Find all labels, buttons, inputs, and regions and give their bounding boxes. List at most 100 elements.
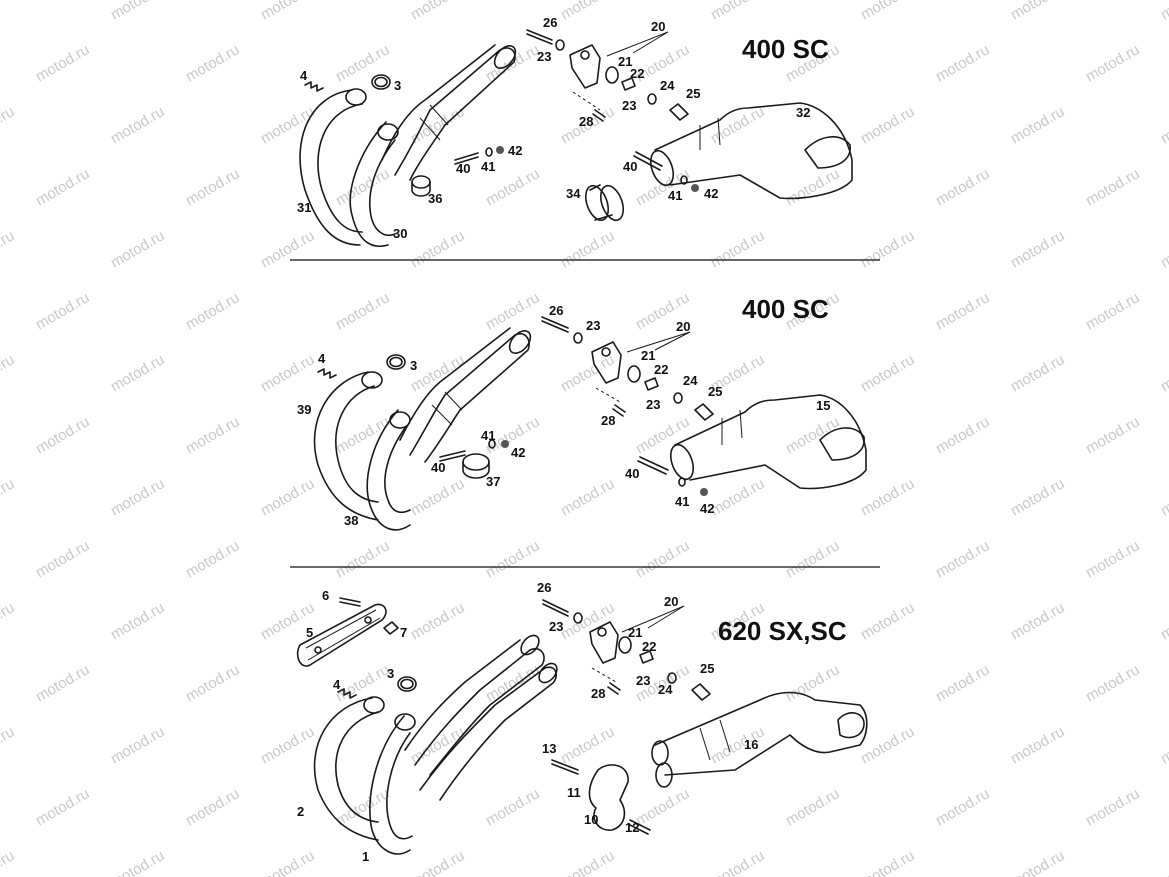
heat-shield-part	[296, 603, 387, 667]
watermark-text: motod.ru	[33, 413, 93, 457]
header-pipe-drawing	[299, 44, 517, 247]
callout-label: 1	[362, 849, 369, 864]
bracket-assembly-drawing	[526, 29, 689, 122]
watermark-text: motod.ru	[33, 661, 93, 705]
callout-label: 2	[297, 804, 304, 819]
watermark-text: motod.ru	[1158, 227, 1169, 271]
watermark-text: motod.ru	[858, 847, 918, 877]
section-2: 400 SC	[297, 294, 867, 531]
clamp-part	[551, 759, 651, 835]
callout-label: 23	[549, 619, 563, 634]
watermark-text: motod.ru	[1083, 537, 1143, 581]
watermark-text: motod.ru	[408, 227, 468, 271]
watermark-text: motod.ru	[408, 723, 468, 767]
callout-label: 41	[481, 159, 495, 174]
watermark-text: motod.ru	[633, 413, 693, 457]
callout-label: 7	[400, 625, 407, 640]
watermark-text: motod.ru	[258, 475, 318, 519]
header-pipe-drawing	[313, 327, 532, 531]
callout-label: 16	[744, 737, 758, 752]
callout-label: 39	[297, 402, 311, 417]
watermark-text: motod.ru	[333, 537, 393, 581]
callout-label: 41	[675, 494, 689, 509]
watermark-text: motod.ru	[33, 165, 93, 209]
callout-label: 41	[668, 188, 682, 203]
watermark-text: motod.ru	[483, 785, 543, 829]
callout-label: 23	[622, 98, 636, 113]
watermark-text: motod.ru	[183, 413, 243, 457]
watermark-text: motod.ru	[0, 723, 17, 767]
callout-label: 4	[333, 677, 341, 692]
watermark-text: motod.ru	[1158, 599, 1169, 643]
watermark-text: motod.ru	[933, 537, 993, 581]
watermark-text: motod.ru	[183, 537, 243, 581]
callout-label: 24	[658, 682, 673, 697]
clamp-part	[462, 453, 490, 471]
watermark-text: motod.ru	[1158, 103, 1169, 147]
callout-label: 4	[300, 68, 308, 83]
watermark-text: motod.ru	[708, 723, 768, 767]
nut-part	[496, 146, 504, 154]
watermark-text: motod.ru	[783, 165, 843, 209]
callout-label: 3	[387, 666, 394, 681]
watermark-text: motod.ru	[1008, 103, 1068, 147]
gasket-ring-part	[397, 676, 417, 692]
watermark-text: motod.ru	[933, 289, 993, 333]
callout-label: 40	[431, 460, 445, 475]
watermark-text: motod.ru	[183, 165, 243, 209]
watermark-text: motod.ru	[108, 103, 168, 147]
spring-part	[304, 81, 324, 92]
watermark-text: motod.ru	[708, 847, 768, 877]
section-title: 400 SC	[742, 34, 829, 64]
watermark-text: motod.ru	[108, 599, 168, 643]
bracket-assembly-drawing	[542, 599, 711, 701]
callout-label: 21	[618, 54, 632, 69]
watermark-text: motod.ru	[0, 351, 17, 395]
callout-label: 13	[542, 741, 556, 756]
watermark-text: motod.ru	[258, 723, 318, 767]
watermark-text: motod.ru	[258, 227, 318, 271]
watermark-text: motod.ru	[108, 847, 168, 877]
watermark-text: motod.ru	[633, 537, 693, 581]
callout-label: 40	[625, 466, 639, 481]
watermark-text: motod.ru	[558, 475, 618, 519]
watermark-text: motod.ru	[108, 723, 168, 767]
callout-label: 10	[584, 812, 598, 827]
watermark-text: motod.ru	[933, 413, 993, 457]
callout-labels: 26 23 20 21 22 24 23 25 28 32 4 3 40 41 …	[297, 15, 810, 241]
watermark-text: motod.ru	[1008, 227, 1068, 271]
callout-label: 3	[394, 78, 401, 93]
callout-label: 26	[549, 303, 563, 318]
callout-label: 23	[586, 318, 600, 333]
watermark-text: motod.ru	[633, 785, 693, 829]
callout-label: 30	[393, 226, 407, 241]
watermark-text: motod.ru	[333, 661, 393, 705]
watermark-text: motod.ru	[408, 475, 468, 519]
watermark-text: motod.ru	[1008, 351, 1068, 395]
callout-label: 21	[641, 348, 655, 363]
bracket-assembly-drawing	[541, 316, 714, 421]
callout-label: 22	[654, 362, 668, 377]
watermark-text: motod.ru	[933, 785, 993, 829]
watermark-text: motod.ru	[258, 351, 318, 395]
callout-label: 40	[456, 161, 470, 176]
watermark-text: motod.ru	[1083, 41, 1143, 85]
watermark-text: motod.ru	[183, 785, 243, 829]
silencer-drawing	[651, 691, 868, 788]
watermark-text: motod.ru	[33, 41, 93, 85]
watermark-text: motod.ru	[708, 475, 768, 519]
callout-label: 42	[511, 445, 525, 460]
callout-label: 42	[700, 501, 714, 516]
callout-label: 25	[686, 86, 700, 101]
watermark-text: motod.ru	[1083, 413, 1143, 457]
callout-label: 24	[683, 373, 698, 388]
callout-label: 6	[322, 588, 329, 603]
callout-label: 41	[481, 428, 495, 443]
callout-label: 4	[318, 351, 326, 366]
callout-label: 40	[623, 159, 637, 174]
watermark-text: motod.ru	[108, 227, 168, 271]
watermark-text: motod.ru	[558, 847, 618, 877]
callout-label: 37	[486, 474, 500, 489]
callout-label: 32	[796, 105, 810, 120]
